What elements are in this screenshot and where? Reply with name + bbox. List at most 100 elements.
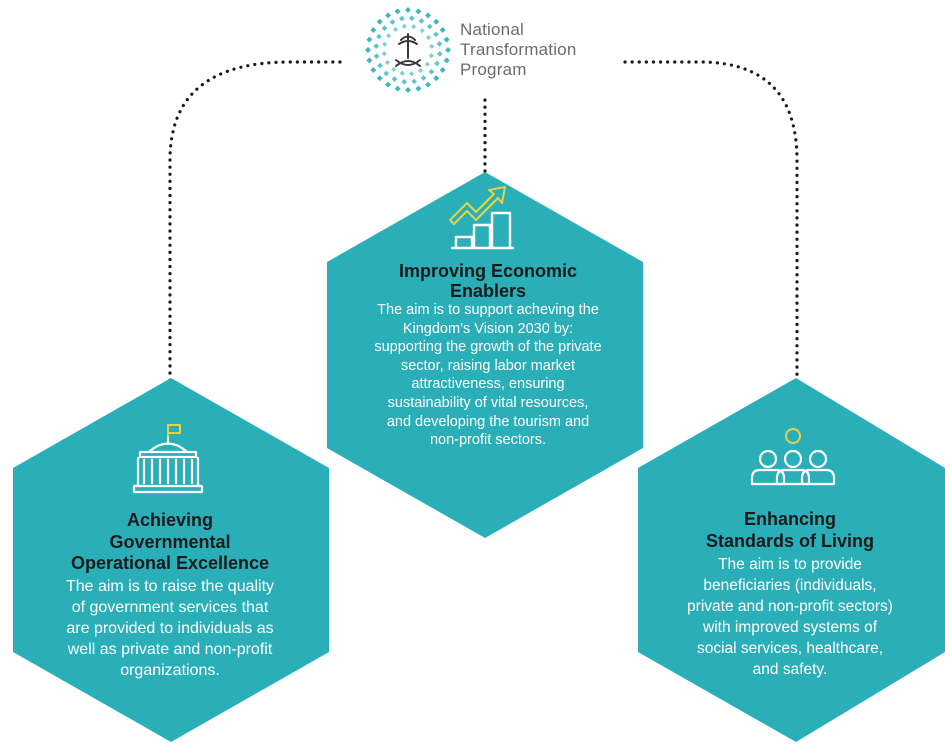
body-line: sustainability of vital resources,	[387, 394, 589, 411]
title-line: Standards of Living	[705, 530, 874, 551]
pillar-standards-of-living: Enhancing Standards of Living The aim is…	[640, 509, 940, 680]
logo-dot	[365, 47, 371, 53]
pillar-title: Enhancing Standards of Living	[640, 509, 940, 552]
logo-dot	[373, 43, 380, 49]
logo-dot	[393, 26, 399, 33]
logo-dot	[425, 12, 431, 19]
body-line: attractiveness, ensuring	[411, 376, 565, 393]
logo-dot	[373, 53, 380, 59]
logo-dot	[419, 28, 425, 34]
logo-dot	[439, 27, 446, 33]
pillar-description: The aim is to provide beneficiaries (ind…	[640, 554, 940, 680]
logo-dot	[436, 41, 443, 47]
logo-dot	[425, 81, 431, 88]
logo-dot	[370, 27, 377, 33]
body-line: and safety.	[752, 661, 828, 678]
body-line: well as private and non-profit	[67, 640, 273, 658]
body-line: are provided to individuals as	[66, 619, 274, 637]
title-line: Improving Economic	[398, 261, 578, 281]
logo-dot	[376, 18, 383, 25]
logo-dot	[405, 87, 411, 93]
logo-dot	[445, 47, 451, 53]
logo-dot	[391, 76, 398, 82]
body-line: beneficiaries (individuals,	[703, 577, 877, 594]
logo-dot	[394, 85, 401, 92]
logo-dot	[443, 36, 450, 43]
logo-dot	[399, 70, 405, 76]
logo-dot	[382, 41, 388, 47]
pillar-governmental-excellence: Achieving Governmental Operational Excel…	[20, 510, 320, 681]
logo-dot	[399, 15, 405, 22]
logo-dot	[426, 23, 433, 30]
pillar-title: Achieving Governmental Operational Excel…	[20, 510, 320, 575]
body-line: sector, raising labor market	[400, 357, 576, 374]
logo-dot	[385, 12, 391, 19]
logo-dot	[436, 51, 443, 57]
logo-dot	[433, 75, 440, 82]
hexagon-right	[638, 378, 945, 742]
hexagon-center	[327, 172, 643, 538]
logo-dot	[411, 24, 417, 30]
logo-dot	[433, 31, 439, 38]
logo-dot	[381, 25, 388, 32]
logo-line: Program	[460, 60, 527, 79]
connector-lines	[168, 60, 799, 387]
logo-dot	[370, 67, 377, 73]
pillar-title: Improving Economic Enablers	[338, 261, 638, 301]
pillar-description: The aim is to raise the quality of gover…	[20, 576, 320, 681]
logo-dot	[394, 8, 401, 15]
body-line: non-profit sectors.	[429, 432, 547, 449]
body-line: social services, healthcare,	[696, 640, 884, 657]
body-line: and developing the tourism and	[386, 413, 590, 430]
pillar-description: The aim is to support acheving the Kingd…	[338, 301, 638, 450]
logo-dot	[386, 33, 392, 39]
body-line: of government services that	[71, 598, 269, 616]
logo-dot	[415, 85, 422, 92]
logo-dot	[420, 75, 427, 81]
logo-dot	[425, 35, 432, 41]
logo-dot	[405, 7, 411, 13]
title-line: Governmental	[109, 531, 231, 552]
logo-dot	[383, 70, 390, 77]
logo-dot	[428, 53, 434, 59]
logo-dot	[415, 8, 422, 15]
hexagon-left	[13, 378, 329, 742]
logo-wordmark: National Transformation Program	[460, 20, 577, 80]
logo-dot	[424, 61, 430, 67]
national-transformation-program-logo-icon	[365, 7, 451, 93]
title-line: Enhancing	[743, 509, 836, 529]
logo-dot	[377, 62, 383, 69]
logo-dot	[401, 78, 407, 85]
title-line: Enablers	[449, 281, 527, 301]
body-line: The aim is to support acheving the	[377, 302, 599, 318]
logo-dot	[417, 67, 423, 74]
pillar-economic-enablers: Improving Economic Enablers The aim is t…	[338, 261, 638, 450]
logo-dot	[381, 51, 387, 57]
connector-right	[623, 60, 799, 380]
logo-dot	[418, 18, 425, 24]
logo-dot	[384, 59, 391, 65]
logo-dot	[366, 36, 373, 43]
body-line: with improved systems of	[703, 619, 877, 636]
logo-dot	[433, 18, 440, 25]
body-line: supporting the growth of the private	[374, 339, 602, 356]
growth-chart-icon	[449, 186, 515, 250]
logo-dot	[434, 60, 440, 67]
logo-dot	[439, 67, 446, 73]
logo-dot	[391, 66, 397, 72]
logo-dot	[376, 33, 382, 40]
logo-dot	[411, 78, 417, 85]
logo-line: Transformation	[460, 40, 577, 59]
logo-dot	[385, 81, 391, 88]
people-group-icon	[750, 428, 836, 486]
logo-dot	[428, 68, 435, 75]
logo-dot	[401, 23, 407, 29]
body-line: organizations.	[120, 661, 220, 679]
government-building-icon	[132, 424, 204, 494]
body-line: private and non-profit sectors)	[687, 598, 893, 615]
logo-dot	[376, 75, 383, 82]
logo-line: National	[460, 20, 524, 39]
body-line: Kingdom’s Vision 2030 by:	[402, 320, 574, 337]
logo-dot	[429, 43, 435, 49]
